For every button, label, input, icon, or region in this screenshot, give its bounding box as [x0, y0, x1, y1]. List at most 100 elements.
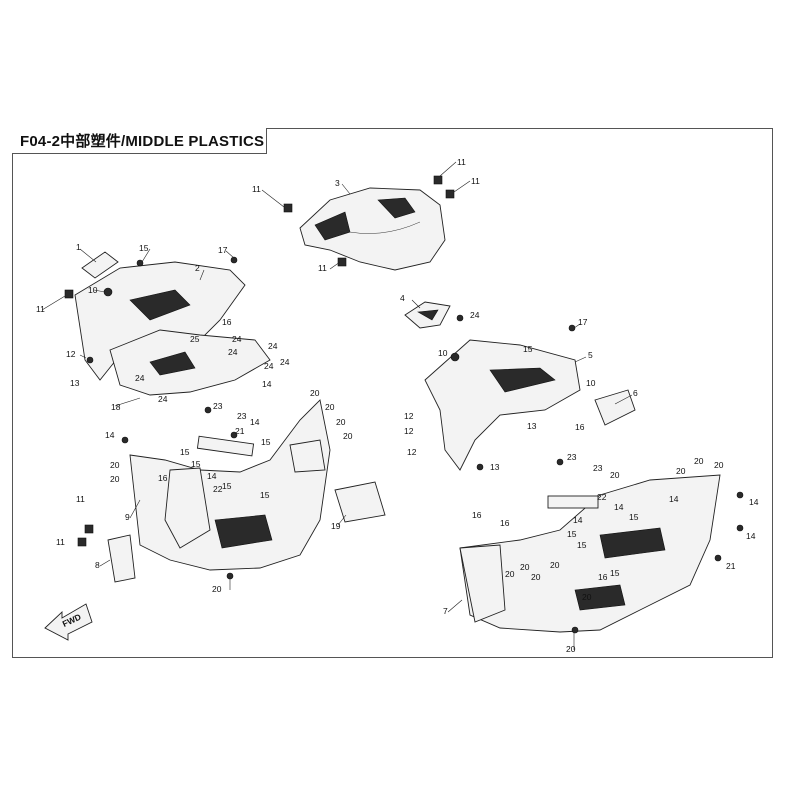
callout-20-c: 20 — [336, 417, 346, 427]
callout-5: 5 — [588, 350, 593, 360]
callout-11-c: 11 — [318, 263, 327, 273]
callout-20-l: 20 — [714, 460, 724, 470]
callout-14-a: 14 — [262, 379, 272, 389]
callout-9: 9 — [125, 512, 130, 522]
callout-2: 2 — [195, 263, 200, 273]
callout-24-h: 24 — [470, 310, 480, 320]
callout-24-b: 24 — [228, 347, 238, 357]
callout-11-d: 11 — [457, 157, 466, 167]
callout-13-b: 13 — [527, 421, 537, 431]
part-2-left-panel — [74, 261, 271, 396]
callout-17-a: 17 — [218, 245, 228, 255]
callout-20-b: 20 — [325, 402, 335, 412]
callout-24-g: 24 — [158, 394, 168, 404]
left-footwell-assembly — [129, 399, 331, 571]
callout-18: 18 — [111, 402, 121, 412]
callout-20-d: 20 — [343, 431, 353, 441]
callout-15-h: 15 — [629, 512, 639, 522]
callout-14-d: 14 — [207, 471, 217, 481]
callout-22-b: 22 — [597, 492, 607, 502]
callout-16-d: 16 — [472, 510, 482, 520]
callout-20-e: 20 — [110, 460, 120, 470]
callout-20-h: 20 — [566, 644, 576, 654]
callout-24-d: 24 — [280, 357, 290, 367]
part-5-right-panel — [424, 339, 581, 471]
callout-15-k: 15 — [610, 568, 620, 578]
callout-21-b: 21 — [726, 561, 736, 571]
fasteners — [64, 175, 744, 634]
callout-20-k: 20 — [694, 456, 704, 466]
callout-14-h: 14 — [746, 531, 756, 541]
callout-20-p: 20 — [550, 560, 560, 570]
callout-11-e: 11 — [471, 176, 480, 186]
callout-1: 1 — [76, 242, 81, 252]
callout-21-a: 21 — [235, 426, 245, 436]
callout-15-a: 15 — [139, 243, 149, 253]
callout-8: 8 — [95, 560, 100, 570]
callout-3: 3 — [335, 178, 340, 188]
callout-11-a: 11 — [36, 304, 45, 314]
callout-11-f: 11 — [76, 494, 85, 504]
callout-16-e: 16 — [500, 518, 510, 528]
callout-24-a: 24 — [232, 334, 242, 344]
callout-20-i: 20 — [610, 470, 620, 480]
callout-12-b: 12 — [404, 411, 414, 421]
callout-20-g: 20 — [212, 584, 222, 594]
callout-15-g: 15 — [523, 344, 533, 354]
callout-10-a: 10 — [88, 285, 98, 295]
leader-lines — [41, 161, 633, 650]
callout-14-g: 14 — [749, 497, 759, 507]
callout-16-a: 16 — [222, 317, 232, 327]
callout-24-e: 24 — [264, 361, 274, 371]
callout-24-c: 24 — [268, 341, 278, 351]
part-19-sticker — [334, 481, 386, 523]
part-4-bracket — [404, 301, 451, 329]
callout-14-f: 14 — [669, 494, 679, 504]
callout-12-d: 12 — [407, 447, 417, 457]
part-1-bracket — [81, 251, 119, 279]
callout-17-b: 17 — [578, 317, 588, 327]
callout-20-f: 20 — [110, 474, 120, 484]
callout-16-b: 16 — [158, 473, 168, 483]
callout-23-c: 23 — [567, 452, 577, 462]
callout-25: 25 — [190, 334, 200, 344]
callout-14-i: 14 — [573, 515, 583, 525]
callout-7: 7 — [443, 606, 448, 616]
callout-4: 4 — [400, 293, 405, 303]
callout-22-a: 22 — [213, 484, 223, 494]
callout-20-m: 20 — [505, 569, 515, 579]
callout-16-f: 16 — [598, 572, 608, 582]
callout-23-b: 23 — [237, 411, 247, 421]
callout-15-e: 15 — [222, 481, 232, 491]
callout-16-c: 16 — [575, 422, 585, 432]
callout-15-i: 15 — [567, 529, 577, 539]
callout-6: 6 — [633, 388, 638, 398]
part-3-tank-cover — [299, 187, 446, 271]
callout-20-o: 20 — [531, 572, 541, 582]
callout-10-c: 10 — [586, 378, 596, 388]
callout-19: 19 — [331, 521, 341, 531]
part-6-cover — [594, 389, 636, 426]
callout-20-a: 20 — [310, 388, 320, 398]
callout-11-g: 11 — [56, 537, 65, 547]
diagram-frame — [12, 128, 773, 658]
callout-20-n: 20 — [520, 562, 530, 572]
callout-14-b: 14 — [105, 430, 115, 440]
callout-15-j: 15 — [577, 540, 587, 550]
callout-15-f: 15 — [260, 490, 270, 500]
callout-13-c: 13 — [490, 462, 500, 472]
callout-11-b: 11 — [252, 184, 261, 194]
callout-24-f: 24 — [135, 373, 145, 383]
fwd-arrow-icon: FWD — [44, 603, 93, 641]
callout-12-c: 12 — [404, 426, 414, 436]
callout-23-d: 23 — [593, 463, 603, 473]
callout-12-a: 12 — [66, 349, 76, 359]
part-8-mudflap — [107, 534, 136, 583]
callout-15-c: 15 — [191, 459, 201, 469]
callout-labels: 1 2 3 4 5 6 7 8 9 10 10 10 11 11 11 11 1… — [36, 157, 759, 654]
callout-10-b: 10 — [438, 348, 448, 358]
callout-20-q: 20 — [582, 592, 592, 602]
diagram-title: F04-2中部塑件/MIDDLE PLASTICS — [20, 133, 265, 150]
callout-14-c: 14 — [250, 417, 260, 427]
